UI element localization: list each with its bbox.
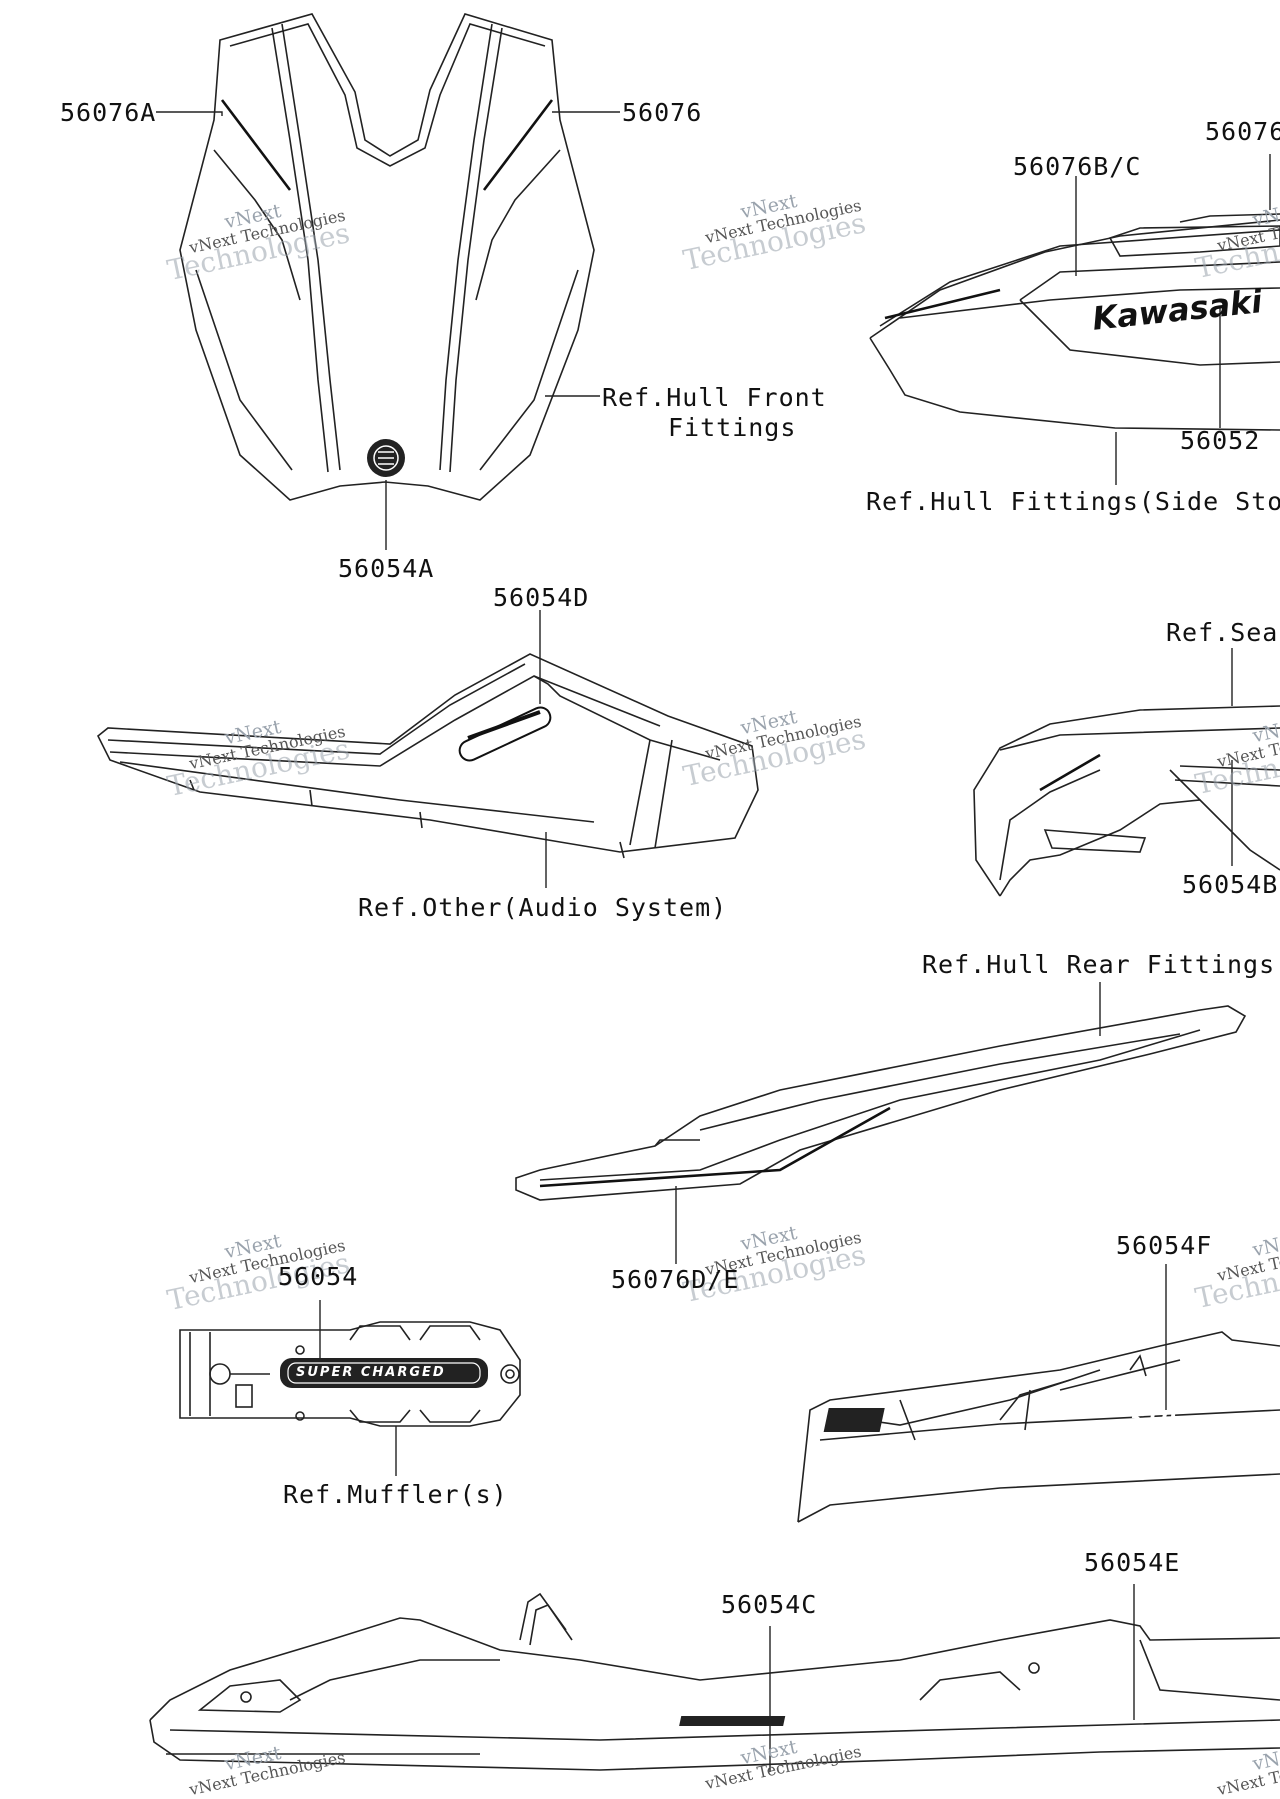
- part-label-56054B: 56054B: [1182, 870, 1279, 899]
- part-label-56052: 56052: [1180, 426, 1261, 455]
- supercharged-decal-text: SUPER CHARGED: [296, 1365, 446, 1380]
- hull-side-drawing: [797, 1331, 1280, 1523]
- ref-hull-front-line1: Ref.Hull Front: [602, 383, 827, 412]
- leader-lines: [156, 111, 1271, 1772]
- ref-hull-front-line2: Fittings: [668, 413, 797, 442]
- hull-rear-drawing: [515, 1005, 1247, 1201]
- muffler-drawing: [179, 1321, 521, 1427]
- part-label-56054A: 56054A: [338, 554, 435, 583]
- ref-mufflers: Ref.Muffler(s): [283, 1480, 508, 1509]
- seat-drawing: [973, 705, 1280, 897]
- part-label-56054: 56054: [278, 1262, 359, 1291]
- ref-audio-system: Ref.Other(Audio System): [358, 893, 728, 922]
- ultra-310-decal-text: 310: [1128, 1406, 1178, 1430]
- part-label-56076BC: 56076B/C: [1013, 152, 1142, 181]
- part-label-56076DE: 56076D/E: [611, 1265, 740, 1294]
- part-label-56054F: 56054F: [1116, 1231, 1213, 1260]
- ref-hull-side-storage: Ref.Hull Fittings(Side Sto: [866, 487, 1280, 516]
- audio-system-drawing: [96, 653, 759, 859]
- front-hull-deck-drawing: [179, 13, 595, 501]
- ref-hull-rear-fittings: Ref.Hull Rear Fittings: [922, 950, 1276, 979]
- ref-seat: Ref.Sea: [1166, 618, 1279, 647]
- part-label-56054D: 56054D: [493, 583, 590, 612]
- main-hull-drawing: [149, 1592, 1280, 1771]
- part-label-56054C: 56054C: [721, 1590, 818, 1619]
- part-label-56054E: 56054E: [1084, 1548, 1181, 1577]
- part-label-56076: 56076: [622, 98, 703, 127]
- part-label-56076-cut: 56076: [1205, 117, 1280, 146]
- part-label-56076A: 56076A: [60, 98, 157, 127]
- side-storage-drawing: [869, 213, 1280, 431]
